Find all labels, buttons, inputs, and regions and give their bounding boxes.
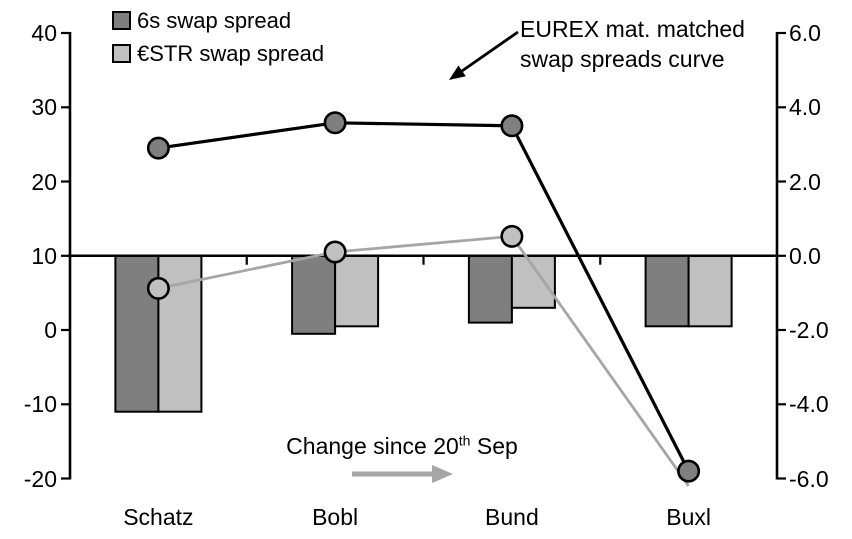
- left-axis-label-40: 40: [31, 20, 57, 46]
- bar-estr-bobl: [334, 254, 380, 328]
- legend-swatch-estr: [112, 44, 131, 63]
- left-axis-label-30: 30: [31, 94, 57, 121]
- legend-item-6s: 6s swap spread: [112, 7, 324, 33]
- left-axis-label-10: 10: [31, 242, 57, 269]
- legend-label-estr: €STR swap spread: [137, 40, 325, 66]
- legend-item-estr: €STR swap spread: [112, 40, 325, 66]
- 6s-marker-bund: [500, 114, 524, 138]
- change-annotation: Change since 20th Sep: [286, 433, 518, 460]
- legend-label-6s: 6s swap spread: [137, 7, 292, 33]
- eurex-annotation-line1: EUREX mat. matched: [520, 16, 745, 42]
- eurex-arrow-shaft: [461, 30, 519, 73]
- category-label-schatz: Schatz: [123, 504, 194, 530]
- estr-curve-line: [158, 234, 690, 487]
- legend-swatch-6s: [112, 11, 131, 30]
- category-label-buxl: Buxl: [666, 504, 711, 530]
- left-axis-label-0: 0: [44, 317, 57, 343]
- right-axis-label-0.0: 0.0: [789, 242, 821, 269]
- estr-marker-bund: [500, 224, 524, 248]
- right-axis-label-2.0: 2.0: [789, 168, 821, 195]
- eurex-annotation-line2: swap spreads curve: [520, 46, 725, 72]
- bar-estr-bund: [510, 254, 556, 309]
- estr-marker-schatz: [146, 276, 170, 300]
- bar-estr-buxl: [687, 254, 733, 328]
- change-arrow-head: [432, 465, 453, 483]
- 6s-marker-bobl: [323, 111, 347, 135]
- left-axis-label--20: -20: [23, 465, 57, 492]
- change-annotation-prefix: Change since 20: [286, 433, 459, 459]
- estr-marker-bobl: [323, 240, 347, 264]
- left-axis-label--10: -10: [23, 391, 57, 418]
- right-axis-label-4.0: 4.0: [789, 94, 821, 121]
- change-annotation-suffix: Sep: [470, 433, 518, 459]
- 6s-curve-line: [158, 121, 691, 472]
- right-axis-label--6.0: -6.0: [789, 465, 829, 492]
- legend: 6s swap spread €STR swap spread: [112, 7, 325, 75]
- category-label-bobl: Bobl: [312, 504, 359, 530]
- right-axis-label--4.0: -4.0: [789, 391, 829, 418]
- 6s-marker-schatz: [146, 136, 170, 160]
- right-axis-label--2.0: -2.0: [789, 317, 829, 343]
- 6s-marker-buxl: [677, 459, 701, 483]
- eurex-annotation: EUREX mat. matched swap spreads curve: [520, 14, 745, 74]
- eurex-arrow-head: [449, 65, 466, 80]
- bar-6s-bund: [467, 254, 513, 324]
- bar-6s-bobl: [291, 254, 337, 335]
- category-label-bund: Bund: [485, 504, 539, 530]
- bar-6s-buxl: [644, 254, 690, 328]
- change-annotation-superscript: th: [458, 432, 471, 449]
- right-axis-label-6.0: 6.0: [789, 20, 821, 46]
- left-axis-label-20: 20: [31, 168, 57, 195]
